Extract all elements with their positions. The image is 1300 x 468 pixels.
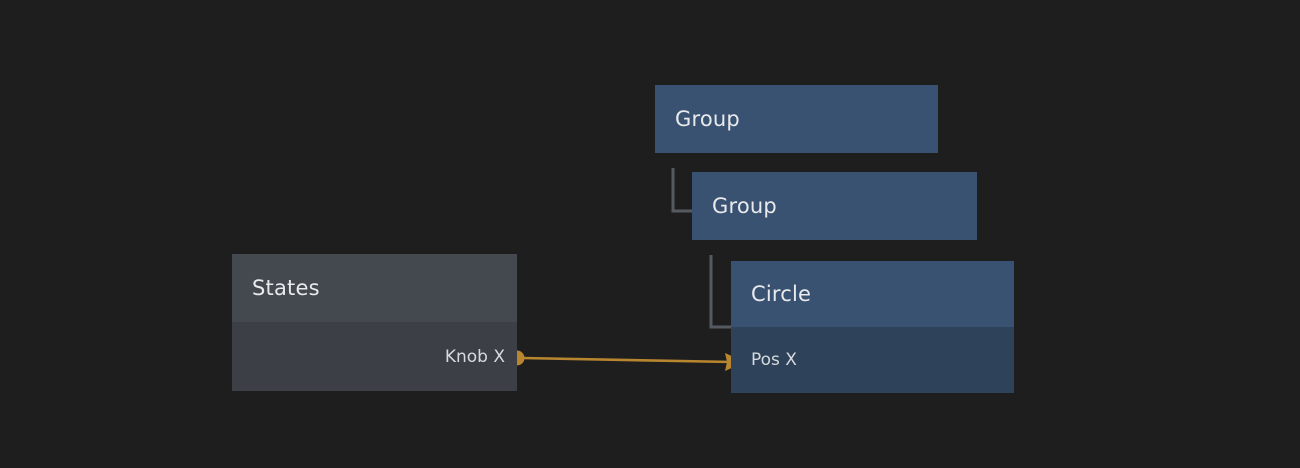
node-title: States: [252, 276, 320, 300]
node-group-root[interactable]: Group: [655, 85, 938, 153]
tree-link-group-root-to-group-child: [671, 168, 692, 213]
node-title: Group: [712, 194, 777, 218]
node-body: Knob X: [232, 322, 517, 391]
input-port-pos-x[interactable]: Pos X: [731, 345, 1014, 375]
node-header: Group: [655, 85, 938, 153]
data-link-line: [521, 356, 734, 364]
port-label: Pos X: [751, 350, 797, 370]
output-port-knob-x[interactable]: Knob X: [232, 342, 517, 372]
port-label: Knob X: [444, 346, 505, 367]
node-body: Pos X: [731, 327, 1014, 393]
data-link-knobx-to-posx[interactable]: [509, 350, 746, 372]
node-header: States: [232, 254, 517, 322]
node-states[interactable]: States Knob X: [232, 254, 517, 391]
node-header: Group: [692, 172, 977, 240]
node-group-child[interactable]: Group: [692, 172, 977, 240]
node-circle[interactable]: Circle Pos X: [731, 261, 1014, 393]
node-header: Circle: [731, 261, 1014, 327]
tree-link-group-child-to-circle: [709, 255, 731, 329]
node-title: Group: [675, 107, 740, 131]
node-title: Circle: [751, 282, 812, 306]
